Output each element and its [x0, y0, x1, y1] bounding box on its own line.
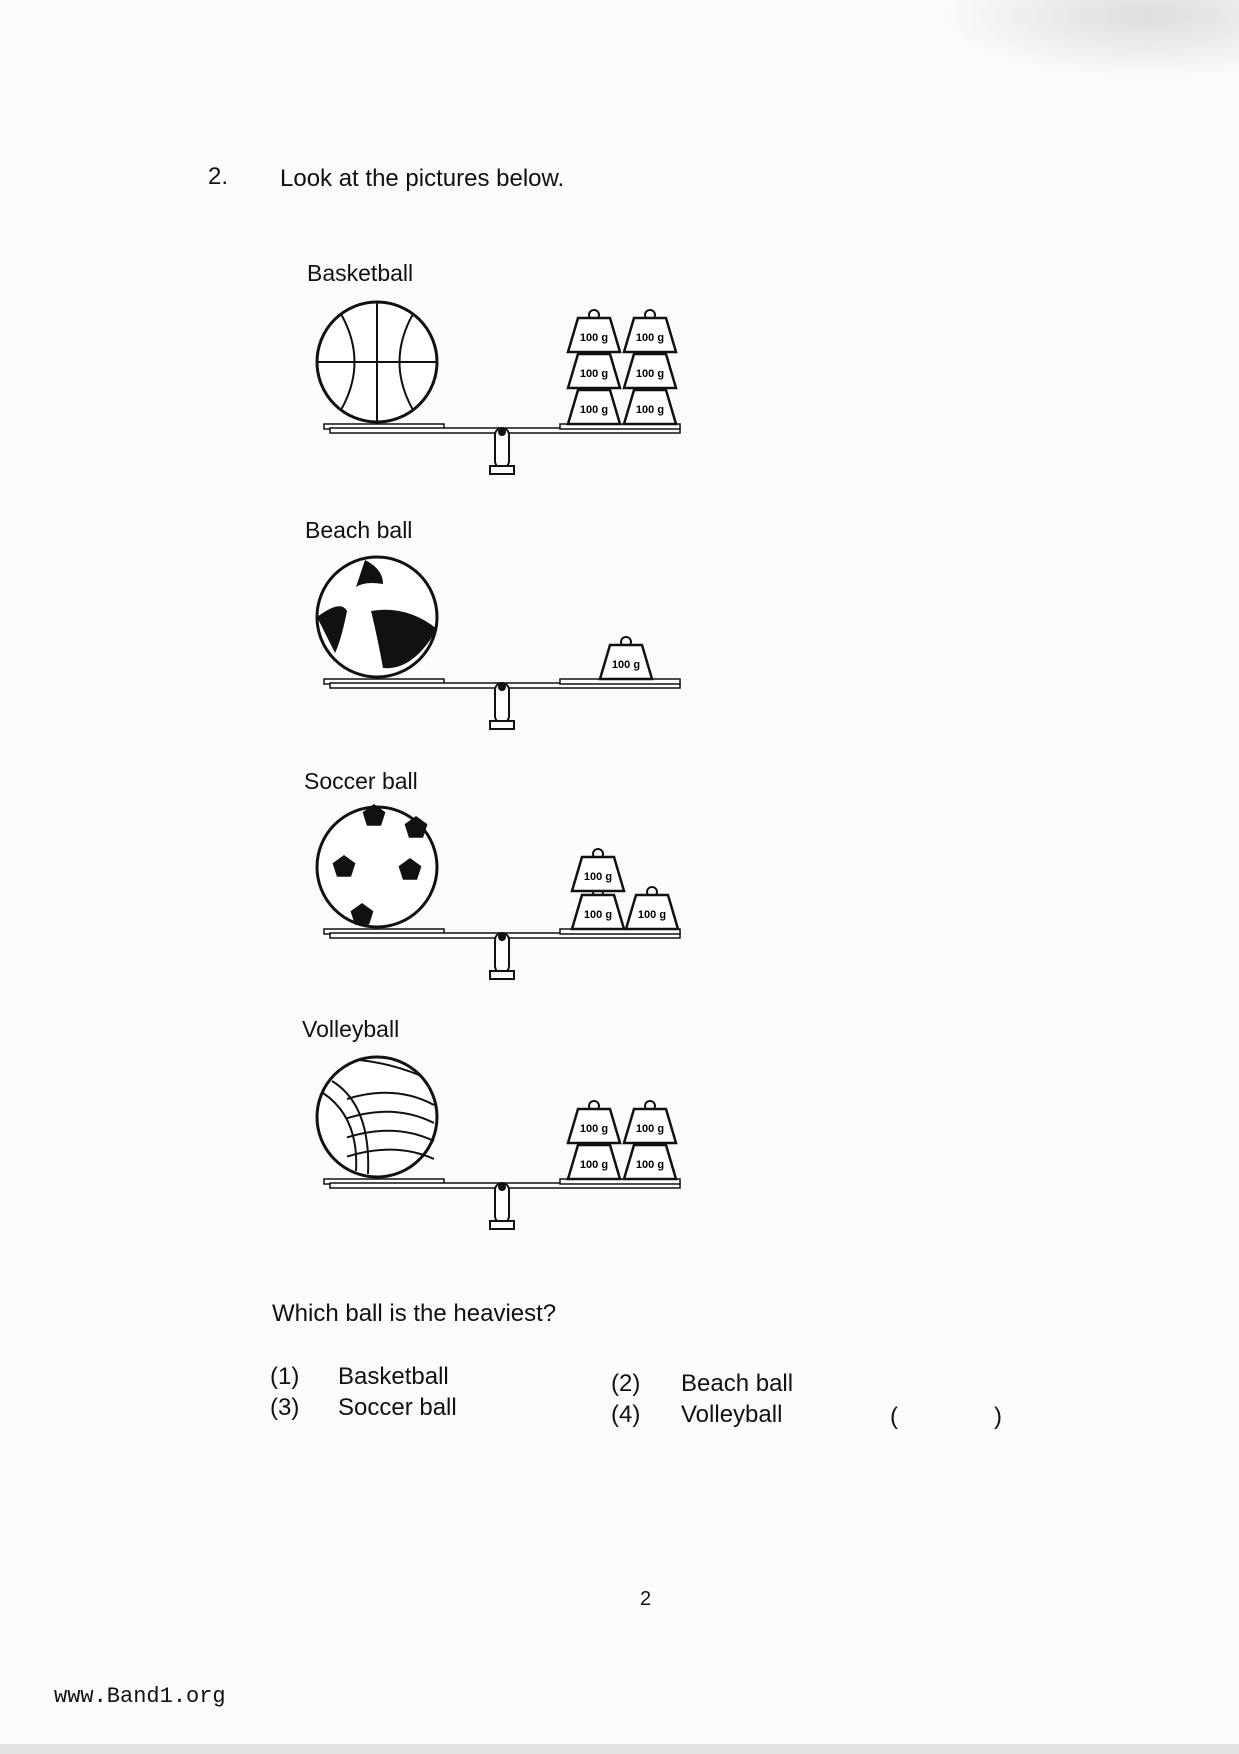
weight-body — [566, 388, 622, 426]
weight-body — [622, 1107, 678, 1145]
weight-label: 100 g — [580, 1123, 608, 1135]
weight-body — [622, 316, 678, 354]
weight-label: 100 g — [580, 332, 608, 344]
pivot-pin — [498, 933, 506, 941]
option-3-text[interactable]: Soccer ball — [338, 1394, 457, 1421]
balance-base — [489, 465, 515, 475]
soccerball-icon — [315, 804, 439, 929]
figure-label-soccerball: Soccer ball — [304, 768, 418, 794]
answer-bracket-close[interactable]: ) — [994, 1403, 1002, 1430]
ball-outline — [315, 1055, 439, 1179]
option-3-number[interactable]: (3) — [270, 1394, 300, 1421]
weight-label: 100 g — [636, 332, 664, 344]
question-ask: Which ball is the heaviest? — [272, 1300, 557, 1327]
weight-label: 100 g — [636, 1159, 664, 1171]
ball-patch — [332, 855, 356, 877]
figure-label-basketball: Basketball — [307, 260, 414, 286]
weight-body — [570, 855, 626, 893]
weight-label: 100 g — [580, 404, 608, 416]
volleyball-icon — [315, 1055, 439, 1179]
pivot-pin — [498, 683, 506, 691]
ball-seam — [346, 1091, 435, 1106]
weight-100g: 100 g — [622, 1100, 678, 1145]
weight-body — [566, 316, 622, 354]
ball-patch — [404, 816, 428, 838]
scan-smudge — [939, 0, 1239, 80]
weight-100g: 100 g — [624, 886, 680, 931]
pivot-pin — [498, 1183, 506, 1191]
basketball-icon — [315, 300, 439, 424]
weight-100g: 100 g — [598, 636, 654, 681]
page-number: 2 — [640, 1588, 652, 1610]
ball-panel — [317, 606, 347, 653]
footer-website: www.Band1.org — [54, 1684, 226, 1709]
balance-base — [489, 970, 515, 980]
ball-seam — [331, 1080, 370, 1175]
weight-label: 100 g — [612, 659, 640, 671]
weight-label: 100 g — [638, 909, 666, 921]
option-1-text[interactable]: Basketball — [338, 1363, 449, 1390]
pivot-pin — [498, 428, 506, 436]
ball-seam — [322, 1092, 358, 1172]
ball-patch — [398, 858, 422, 880]
option-4-text[interactable]: Volleyball — [681, 1401, 783, 1428]
weight-label: 100 g — [580, 368, 608, 380]
question-number: 2. — [208, 163, 229, 190]
weight-label: 100 g — [636, 368, 664, 380]
ball-seam — [346, 1148, 435, 1160]
ball-patch — [350, 903, 374, 925]
figure-label-beachball: Beach ball — [305, 517, 413, 543]
volleyball-balance-figure: 100 g 100 g 100 g 100 g — [315, 1055, 681, 1230]
weight-label: 100 g — [580, 1159, 608, 1171]
answer-bracket-open[interactable]: ( — [890, 1403, 898, 1430]
beachball-icon — [315, 555, 439, 679]
ball-patch — [362, 804, 386, 826]
weight-label: 100 g — [584, 871, 612, 883]
soccerball-balance-figure: 100 g 100 g 100 g — [315, 804, 681, 980]
ball-seam — [398, 313, 414, 411]
weight-body — [570, 893, 626, 931]
ball-seam — [340, 313, 356, 411]
figure-label-volleyball: Volleyball — [302, 1016, 400, 1042]
option-2-text[interactable]: Beach ball — [681, 1370, 794, 1397]
weight-body — [622, 388, 678, 426]
basketball-balance-figure: 100 g 100 g 100 g 100 g 100 g 100 g — [315, 300, 681, 475]
question-prompt: Look at the pictures below. — [280, 165, 565, 192]
weight-100g: 100 g — [566, 1100, 622, 1145]
ball-seam — [358, 1059, 420, 1076]
ball-seam — [346, 1110, 435, 1124]
weight-100g: 100 g — [622, 309, 678, 354]
option-1-number[interactable]: (1) — [270, 1363, 300, 1390]
weight-100g: 100 g — [566, 309, 622, 354]
scan-edge — [0, 1744, 1239, 1754]
balance-base — [489, 1220, 515, 1230]
weight-label: 100 g — [584, 909, 612, 921]
weight-body — [624, 893, 680, 931]
weight-body — [622, 1143, 678, 1181]
weight-body — [566, 1143, 622, 1181]
weight-body — [566, 352, 622, 390]
weight-100g: 100 g — [570, 848, 626, 893]
ball-seam — [346, 1129, 435, 1142]
weight-100g: 100 g — [570, 886, 626, 931]
weight-body — [622, 352, 678, 390]
option-4-number[interactable]: (4) — [611, 1401, 641, 1428]
weight-body — [598, 643, 654, 681]
weight-body — [566, 1107, 622, 1145]
beachball-balance-figure: 100 g — [315, 555, 681, 730]
ball-panel — [356, 560, 383, 587]
weight-label: 100 g — [636, 1123, 664, 1135]
balance-base — [489, 720, 515, 730]
weight-label: 100 g — [636, 404, 664, 416]
option-2-number[interactable]: (2) — [611, 1370, 641, 1397]
ball-panel — [371, 609, 437, 669]
